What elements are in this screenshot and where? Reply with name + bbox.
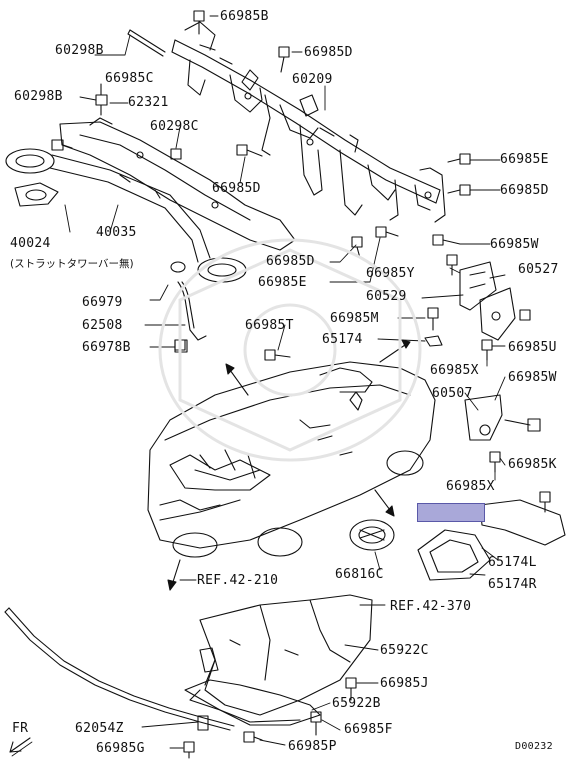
label-66985w-right: 66985W [490,237,539,252]
label-60527: 60527 [518,262,559,277]
diagram-code: D00232 [515,741,553,752]
label-fr: FR [12,721,29,736]
label-66985d-lower: 66985D [266,254,315,269]
bolt-66985d-top [278,46,290,73]
strut-tower-bar-40035 [5,148,247,283]
panel-65922b [184,647,321,726]
label-66979: 66979 [82,295,123,310]
label-66978b: 66978B [82,340,131,355]
label-66985p: 66985P [288,739,337,754]
ip-reinforcement-60209 [171,21,446,223]
bolt-66985c [127,29,166,57]
bolt-66985u [481,339,493,361]
bolt-60298c [170,148,182,160]
label-66985e-lower: 66985E [258,275,307,290]
label-66985w-mid: 66985W [508,370,557,385]
label-60209: 60209 [292,72,333,87]
label-66985u: 66985U [508,340,557,355]
label-65922c: 65922C [380,643,429,658]
cover-65174r [417,529,491,581]
label-66985d-top: 66985D [304,45,353,60]
label-66985c: 66985C [105,71,154,86]
bracket-65174l [479,491,566,546]
plate-40024 [14,182,59,207]
bolt-66985t [264,349,291,361]
label-66985f: 66985F [344,722,393,737]
label-66985b: 66985B [220,9,269,24]
bracket-60529 [459,261,497,311]
label-ref-42-370[interactable]: REF.42-370 [390,599,472,614]
label-40024-note: (ストラットタワーバー無) [10,258,134,270]
bolt-66985b [193,10,205,35]
fr-arrow-icon [9,737,33,757]
label-ref-42-210[interactable]: REF.42-210 [197,573,279,588]
label-62508: 62508 [82,318,123,333]
label-66985x-upper: 66985X [430,363,479,378]
bracket-60527 [479,287,531,341]
label-60298b-top: 60298B [55,43,104,58]
label-66985t: 66985T [245,318,294,333]
label-66985j: 66985J [380,676,429,691]
plug-66816c [349,519,395,551]
bolt-66985m [427,307,439,331]
watermark-logo [158,238,422,462]
label-62054z: 62054Z [75,721,124,736]
bracket-60507 [464,394,541,441]
label-60298b-left: 60298B [14,89,63,104]
label-60529: 60529 [366,289,407,304]
label-66985d-mid: 66985D [212,181,261,196]
label-66985d-right: 66985D [500,183,549,198]
clip-65174 [424,335,443,347]
label-66985y: 66985Y [366,266,415,281]
label-65922b: 65922B [332,696,381,711]
label-65174l: 65174L [488,555,537,570]
label-62321: 62321 [128,95,169,110]
undercover [189,594,373,723]
label-66985e-right: 66985E [500,152,549,167]
bolt-66985k [489,451,501,473]
label-65174r: 65174R [488,577,537,592]
rod-62054z [4,607,235,731]
label-66985m: 66985M [330,311,379,326]
label-60507: 60507 [432,386,473,401]
highlighted-part-65174l[interactable] [417,503,485,522]
brace-62321 [59,117,296,251]
label-66985k: 66985K [508,457,557,472]
label-66985g: 66985G [96,741,145,756]
bolts-right [236,144,471,276]
label-66985x-lower: 66985X [446,479,495,494]
label-65174: 65174 [322,332,363,347]
leader-lines [64,15,506,749]
label-60298c: 60298C [150,119,199,134]
label-40035: 40035 [96,225,137,240]
label-66816c: 66816C [335,567,384,582]
label-40024: 40024 [10,236,51,251]
direction-arrows [167,339,411,591]
